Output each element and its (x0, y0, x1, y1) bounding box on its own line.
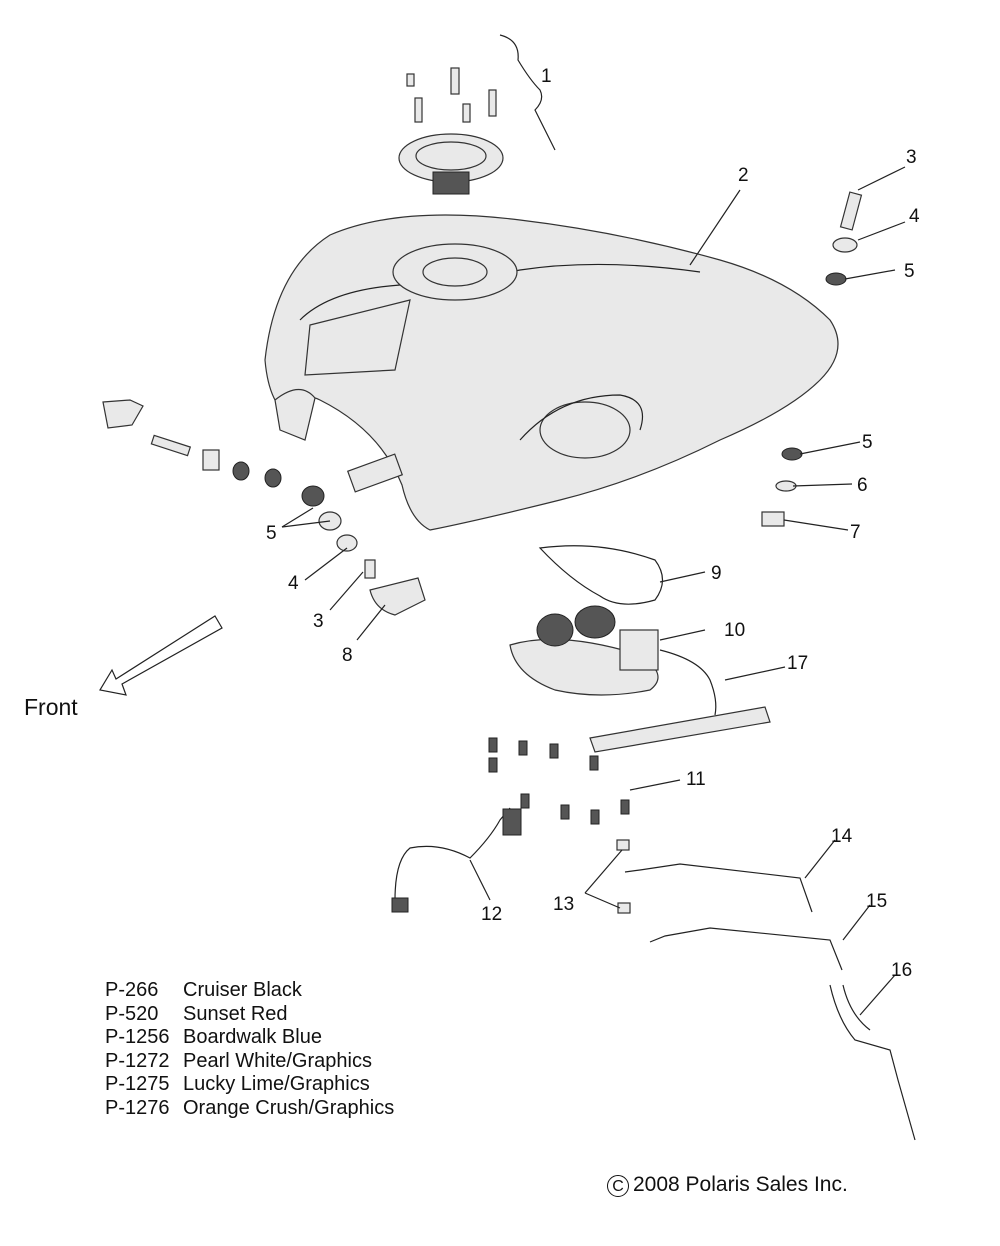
callout-6: 6 (857, 475, 868, 496)
legend-name: Lucky Lime/Graphics (183, 1073, 370, 1095)
callout-1: 1 (541, 66, 552, 87)
leader-lines (281, 166, 906, 1016)
vent-hose (391, 807, 522, 913)
mounting-bolts (488, 737, 630, 825)
callout-8: 8 (342, 645, 353, 666)
callout-2: 2 (738, 165, 749, 186)
copyright-icon: C (607, 1175, 629, 1197)
callout-16: 16 (891, 960, 912, 981)
callout-15: 15 (866, 891, 887, 912)
legend-row: P-520 Sunset Red (105, 1003, 394, 1027)
gasket (538, 545, 664, 605)
legend-row: P-1256 Boardwalk Blue (105, 1026, 394, 1050)
legend-name: Sunset Red (183, 1002, 288, 1025)
fuel-lines (616, 839, 916, 1141)
legend-name: Boardwalk Blue (183, 1026, 322, 1048)
callout-14: 14 (831, 826, 853, 847)
fuel-pump-harness (589, 649, 771, 753)
callout-7: 7 (850, 522, 861, 543)
legend-code: P-1256 (105, 1026, 170, 1048)
legend-name: Cruiser Black (183, 979, 302, 1001)
callout-4b: 4 (288, 573, 299, 594)
legend-row: P-1272 Pearl White/Graphics (105, 1050, 394, 1074)
legend-code: P-1272 (105, 1049, 170, 1072)
callout-11: 11 (686, 769, 706, 790)
callout-5b: 5 (266, 523, 277, 544)
legend-name: Orange Crush/Graphics (183, 1096, 395, 1119)
callout-10: 10 (724, 620, 745, 641)
callout-3b: 3 (313, 611, 324, 632)
callout-12: 12 (481, 904, 502, 925)
callout-labels: 1 2 3 4 5 5 3 4 5 6 7 8 9 10 17 11 14 13… (266, 66, 920, 981)
callout-4: 4 (909, 206, 920, 227)
legend-code: P-1276 (105, 1096, 170, 1119)
legend-code: P-520 (105, 1002, 159, 1025)
front-label: Front (24, 694, 78, 720)
bracket-1 (499, 34, 556, 151)
front-arrow (99, 615, 223, 696)
legend-row: P-1275 Lucky Lime/Graphics (105, 1073, 394, 1097)
fuel-tank (264, 214, 839, 531)
callout-13: 13 (553, 894, 574, 915)
callout-5: 5 (904, 261, 915, 282)
callout-3: 3 (906, 147, 917, 168)
legend-row: P-1276 Orange Crush/Graphics (105, 1097, 394, 1121)
copyright-text: 2008 Polaris Sales Inc. (633, 1173, 848, 1196)
legend-name: Pearl White/Graphics (183, 1049, 372, 1072)
right-parts (761, 191, 863, 527)
cap-screws (406, 67, 497, 123)
fuel-cap (398, 133, 504, 195)
color-legend: P-266 Cruiser Black P-520 Sunset Red P-125… (105, 979, 394, 1120)
legend-row: P-266 Cruiser Black (105, 979, 394, 1003)
callout-9: 9 (711, 563, 722, 584)
legend-code: P-266 (105, 979, 159, 1001)
fuel-pump (509, 605, 659, 696)
legend-code: P-1275 (105, 1073, 170, 1095)
callout-17: 17 (787, 653, 808, 674)
callout-5c: 5 (862, 432, 873, 453)
